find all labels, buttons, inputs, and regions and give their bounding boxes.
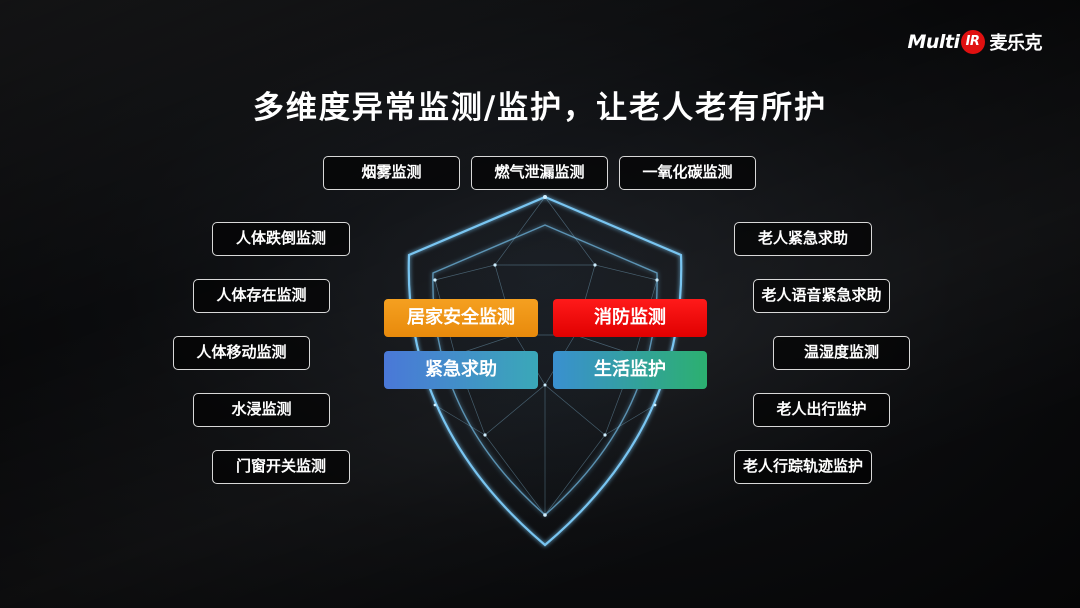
logo-latin-text: Multi	[907, 31, 960, 53]
tag-fall-detection: 人体跌倒监测	[212, 222, 350, 256]
category-life: 生活监护	[553, 351, 707, 389]
category-home-safety: 居家安全监测	[384, 299, 538, 337]
tag-door-window-detection: 门窗开关监测	[212, 450, 350, 484]
category-emergency: 紧急求助	[384, 351, 538, 389]
tag-smoke-monitoring: 烟雾监测	[323, 156, 460, 190]
tag-flood-detection: 水浸监测	[193, 393, 330, 427]
logo-chinese-text: 麦乐克	[989, 33, 1043, 54]
tag-temp-humidity: 温湿度监测	[773, 336, 910, 370]
tag-gas-leak-monitoring: 燃气泄漏监测	[471, 156, 608, 190]
tag-movement-detection: 人体移动监测	[173, 336, 310, 370]
tag-elderly-sos: 老人紧急求助	[734, 222, 872, 256]
category-fire: 消防监测	[553, 299, 707, 337]
slide-title: 多维度异常监测/监护，让老人老有所护	[252, 90, 828, 126]
tag-presence-detection: 人体存在监测	[193, 279, 330, 313]
tag-elderly-tracking: 老人行踪轨迹监护	[734, 450, 872, 484]
tag-elderly-voice-sos: 老人语音紧急求助	[753, 279, 890, 313]
company-logo: Multi IR 麦乐克	[907, 28, 1042, 56]
logo-ir-badge: IR	[960, 30, 985, 54]
tag-elderly-outing: 老人出行监护	[753, 393, 890, 427]
tag-co-monitoring: 一氧化碳监测	[619, 156, 756, 190]
